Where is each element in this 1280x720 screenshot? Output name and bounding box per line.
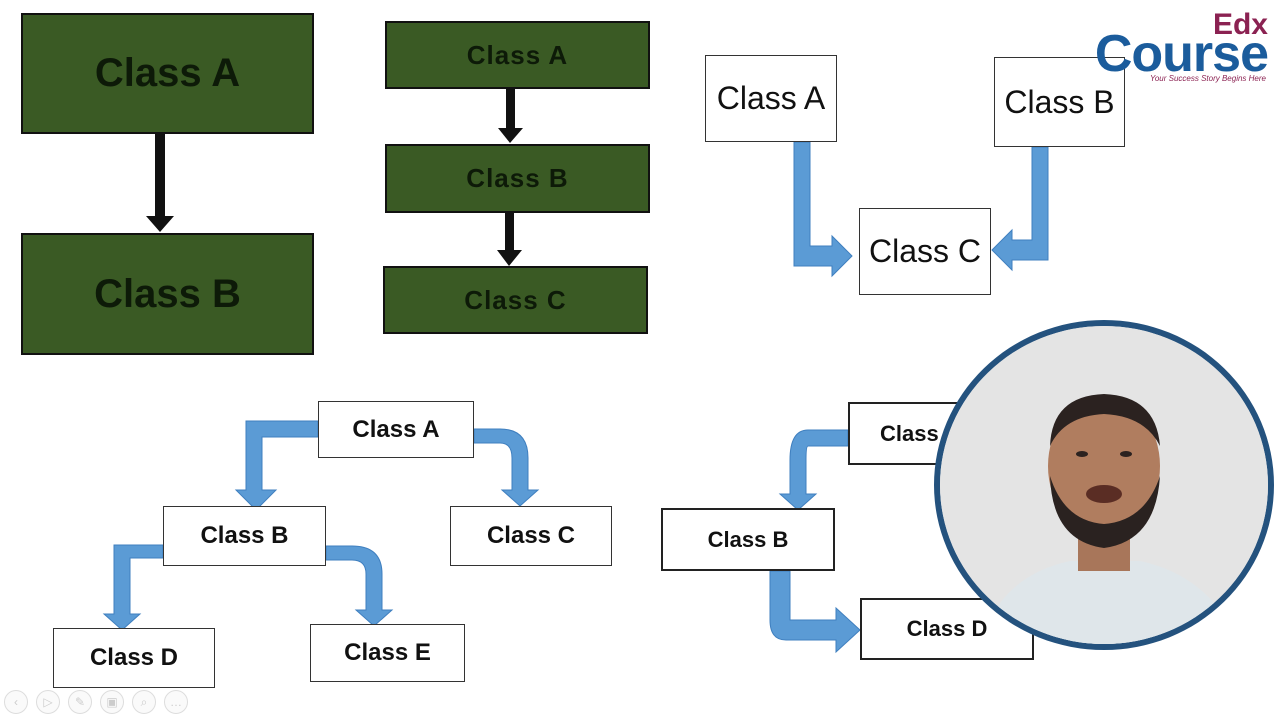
slides-icon[interactable]: ▣ xyxy=(100,690,124,714)
multilevel-class-b: Class B xyxy=(385,144,650,213)
hier-class-e: Class E xyxy=(310,624,465,682)
slideshow-toolbar: ‹ ▷ ✎ ▣ ⌕ … xyxy=(4,690,188,716)
edx-course-logo: Edx Course Your Success Story Begins Her… xyxy=(1074,6,1274,86)
multilevel-class-a: Class A xyxy=(385,21,650,89)
presenter-image xyxy=(940,326,1268,644)
hier-class-d: Class D xyxy=(53,628,215,688)
logo-tagline: Your Success Story Begins Here xyxy=(1149,74,1266,83)
multiple-class-b: Class B xyxy=(994,57,1125,147)
hier-class-c: Class C xyxy=(450,506,612,566)
hier-class-a: Class A xyxy=(318,401,474,458)
prev-icon[interactable]: ‹ xyxy=(4,690,28,714)
hier-arrow-b-e xyxy=(325,545,394,627)
hier-arrow-a-c xyxy=(473,428,540,507)
more-icon[interactable]: … xyxy=(164,690,188,714)
hier-arrow-b-d xyxy=(102,544,164,631)
zoom-icon[interactable]: ⌕ xyxy=(132,690,156,714)
multilevel-class-c: Class C xyxy=(383,266,648,334)
logo-course-text: Course xyxy=(1094,25,1269,83)
hybrid-class-b: Class B xyxy=(661,508,835,571)
hier-class-b: Class B xyxy=(163,506,326,566)
single-class-a: Class A xyxy=(21,13,314,134)
play-icon[interactable]: ▷ xyxy=(36,690,60,714)
hybrid-arrow-a-b xyxy=(778,429,849,511)
single-class-b: Class B xyxy=(21,233,314,355)
single-arrow xyxy=(146,134,174,232)
logo-edx-text: Edx xyxy=(1212,8,1268,41)
multiple-class-c: Class C xyxy=(859,208,991,295)
hier-arrow-a-b xyxy=(234,420,319,511)
pen-icon[interactable]: ✎ xyxy=(68,690,92,714)
multiple-arrow-b-c xyxy=(991,146,1049,272)
presenter-video xyxy=(934,320,1274,650)
multiple-class-a: Class A xyxy=(705,55,837,142)
multilevel-arrow-b-c xyxy=(497,212,522,266)
multilevel-arrow-a-b xyxy=(498,88,523,143)
multiple-arrow-a-c xyxy=(793,141,853,278)
hybrid-arrow-b-d xyxy=(769,570,861,654)
